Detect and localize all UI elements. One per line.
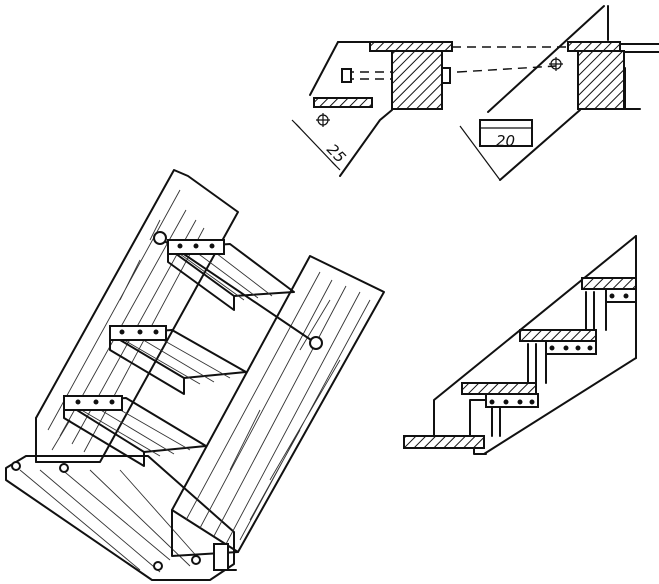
angle-plate [313, 97, 373, 108]
bolt-head [11, 461, 21, 471]
bolt-head [59, 463, 69, 473]
detail-joint-left: 25 [291, 41, 458, 177]
dimension-20: 20 [496, 132, 515, 150]
floor-bracket [213, 543, 229, 571]
detail-joint-right: 20 [459, 5, 659, 181]
step-plate [461, 382, 537, 395]
tie-rod [159, 237, 315, 343]
tread-plate [567, 41, 621, 52]
tread-block-section [391, 50, 443, 110]
stair-perspective [5, 169, 385, 581]
tread-plate [369, 41, 453, 52]
left-stringer [35, 169, 239, 463]
floor-plate [403, 435, 485, 449]
tread-block-section [577, 50, 625, 110]
dimension-25: 25 [323, 140, 349, 166]
base-board [5, 455, 235, 581]
side-elevation [403, 235, 637, 455]
projection-lines [452, 46, 568, 73]
step-plate [519, 329, 597, 342]
tread-bracket [63, 395, 123, 411]
bolt-head [191, 555, 201, 565]
step-plate [581, 277, 637, 290]
plate-20 [479, 119, 533, 147]
right-stringer [171, 255, 385, 553]
bolt-head [153, 561, 163, 571]
